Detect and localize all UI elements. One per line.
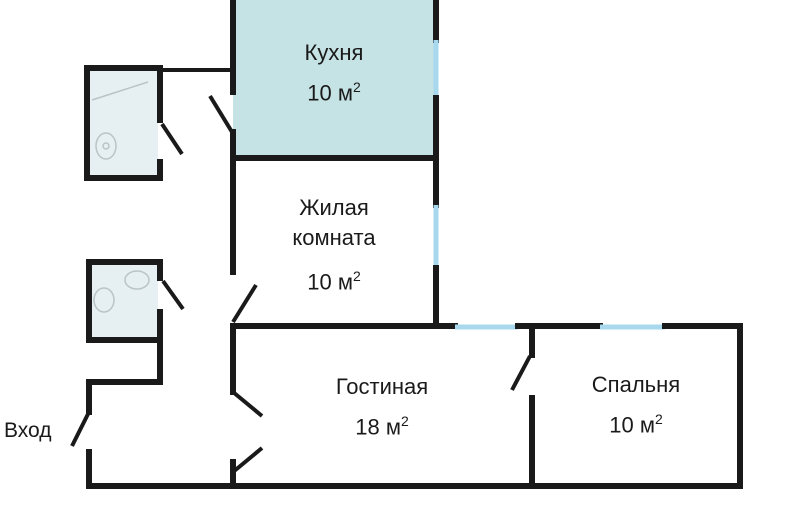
living-room-area: 10 м2	[233, 261, 435, 297]
living-room-area-unit-power: 2	[352, 268, 361, 284]
entrance-door	[70, 411, 91, 447]
drain-top-icon	[102, 142, 110, 150]
lounge-door-upper	[231, 390, 264, 418]
lounge-area-value: 18 м	[355, 414, 401, 440]
sink-top-icon	[95, 132, 117, 160]
living-room-door	[231, 283, 258, 324]
bedroom-name: Спальня	[591, 372, 681, 397]
kitchen-area: 10 м2	[233, 72, 435, 108]
lounge-door-lower	[231, 446, 264, 474]
bath-top-door	[160, 122, 184, 156]
kitchen-area-value: 10 м	[307, 80, 353, 106]
bath-bottom-door	[161, 279, 185, 311]
toilet-icon	[93, 287, 115, 313]
bathroom-top-fill	[88, 70, 158, 176]
bedroom-area-unit-power: 2	[654, 411, 663, 427]
bathroom-bottom-fill	[90, 265, 158, 337]
bedroom-area: 10 м2	[532, 404, 740, 440]
lounge-area: 18 м2	[282, 406, 482, 442]
lounge-area-unit-power: 2	[400, 413, 409, 429]
kitchen-door	[208, 94, 234, 134]
kitchen-fill	[233, 0, 435, 156]
kitchen-area-unit-power: 2	[352, 79, 361, 95]
bedroom-door	[510, 355, 532, 391]
lounge-name: Гостиная	[335, 374, 429, 399]
living-room-area-value: 10 м	[307, 269, 353, 295]
sink-bottom-icon	[124, 270, 150, 290]
bedroom-area-value: 10 м	[609, 412, 655, 438]
kitchen-name: Кухня	[304, 40, 364, 65]
living-room-name: Жилая комната	[292, 195, 376, 250]
entrance-label: Вход	[4, 419, 52, 442]
bathtub-top-icon	[91, 81, 149, 101]
